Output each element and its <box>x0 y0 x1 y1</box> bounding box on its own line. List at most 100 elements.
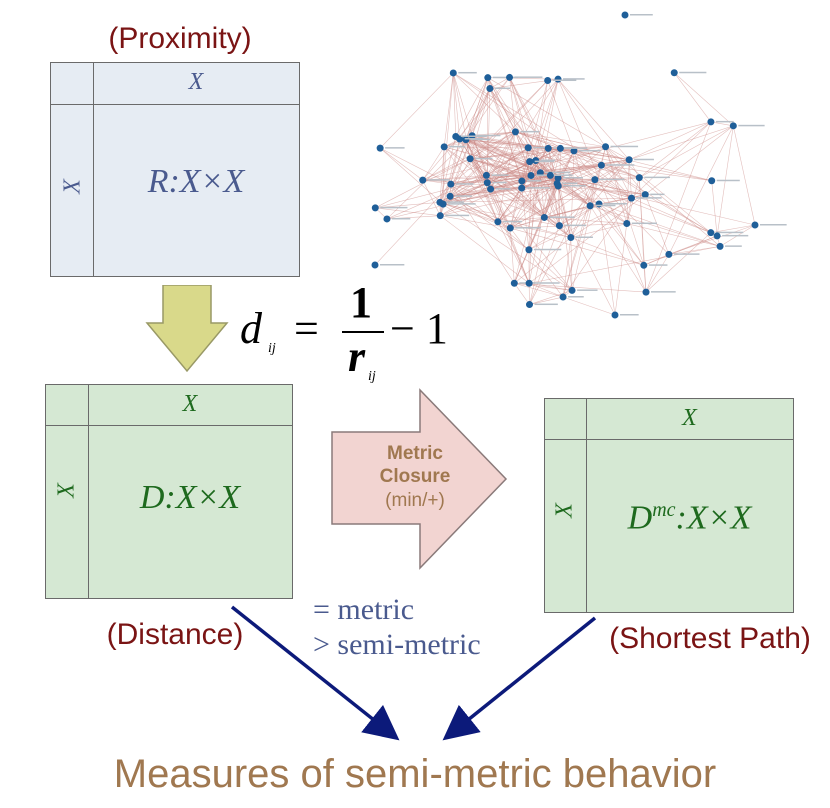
network-edge <box>529 290 573 305</box>
network-node-label <box>458 71 477 74</box>
network-node <box>371 261 379 269</box>
network-node <box>484 74 492 82</box>
network-node <box>449 69 457 77</box>
network-node-label <box>380 206 408 209</box>
network-node <box>383 215 391 223</box>
network-node-label <box>563 78 585 80</box>
network-node-label <box>545 171 571 174</box>
network-edge <box>639 121 712 178</box>
network-node-label <box>495 188 511 190</box>
network-edge <box>450 183 530 251</box>
network-edge <box>497 221 571 238</box>
network-node <box>567 233 575 241</box>
network-edge <box>556 183 572 238</box>
network-edge <box>668 235 718 255</box>
network-edge <box>594 179 632 199</box>
network-edge <box>440 215 511 229</box>
network-node <box>506 224 514 232</box>
network-edge <box>733 125 756 226</box>
network-edge <box>509 77 549 149</box>
closure-line3: (min/+) <box>385 490 445 511</box>
network-edge <box>547 80 575 152</box>
network-edge <box>471 135 530 284</box>
distance-matrix: X X D:X×X <box>45 384 293 599</box>
matrix-col-header: X <box>188 69 204 95</box>
distance-label: (Distance) <box>106 618 244 651</box>
network-edge <box>452 72 460 140</box>
network-edge <box>486 164 602 176</box>
network-node <box>665 250 673 258</box>
network-edge <box>529 161 545 218</box>
network-edge <box>614 223 628 316</box>
network-node-label <box>526 180 542 182</box>
network-edge <box>509 77 529 148</box>
network-node <box>729 122 737 130</box>
network-edge <box>469 158 487 176</box>
network-edge <box>379 72 454 149</box>
matrix-body-superscript: mc <box>652 499 676 521</box>
network-edge <box>487 77 606 147</box>
network-edge <box>510 183 558 229</box>
network-node <box>487 185 495 193</box>
network-node-label <box>475 157 493 160</box>
network-edge <box>449 158 471 197</box>
network-edge <box>514 282 564 298</box>
network-node <box>591 176 599 184</box>
network-node <box>462 136 470 144</box>
matrix-row-divider <box>88 385 89 598</box>
network-edge <box>471 77 489 136</box>
legend-semi-metric: > semi-metric <box>313 628 481 661</box>
network-node <box>625 156 633 164</box>
network-edge <box>674 72 734 127</box>
network-node <box>716 242 724 250</box>
network-node-label <box>444 201 465 203</box>
network-node-label <box>494 87 511 90</box>
network-edge <box>469 131 516 160</box>
network-edge <box>487 77 558 184</box>
network-node <box>635 174 643 182</box>
network-node-label <box>563 177 583 179</box>
network-node <box>525 246 533 254</box>
network-edge <box>528 249 573 291</box>
network-node-label <box>604 202 627 205</box>
network-node-label <box>595 204 616 207</box>
network-edge <box>514 237 572 284</box>
network-edge <box>487 131 516 183</box>
network-node-label <box>514 76 543 78</box>
network-edge <box>644 194 670 255</box>
network-edge <box>530 175 559 179</box>
network-edge <box>645 194 718 237</box>
network-edge <box>450 161 530 185</box>
network-edge <box>710 224 756 233</box>
formula-lhs: d <box>240 304 262 353</box>
network-node-label <box>715 231 744 234</box>
network-edge <box>598 203 616 316</box>
network-edge <box>440 180 522 216</box>
network-edge <box>459 138 522 189</box>
formula-numerator: 1 <box>350 278 372 327</box>
network-node <box>524 144 532 152</box>
network-edge <box>639 177 721 247</box>
network-node-label <box>455 183 474 185</box>
footer-caption: Measures of semi-metric behavior <box>113 752 717 796</box>
network-edge <box>469 88 491 159</box>
network-edge <box>529 161 560 226</box>
network-edge <box>455 136 499 222</box>
network-node-label <box>427 179 450 181</box>
matrix-header-divider <box>51 104 299 105</box>
network-node-label <box>636 197 662 199</box>
network-edge <box>528 150 575 250</box>
network-edge <box>529 183 558 305</box>
network-node <box>494 218 502 226</box>
network-edge <box>521 175 551 189</box>
network-edge <box>486 131 516 176</box>
network-edge <box>571 165 602 291</box>
network-edge <box>514 283 530 305</box>
network-edge <box>589 205 647 293</box>
network-edge <box>570 179 596 238</box>
network-node <box>525 279 533 287</box>
network-edge <box>374 80 548 266</box>
network-edge <box>668 125 734 255</box>
network-node-label <box>564 224 587 227</box>
network-edge <box>471 135 511 229</box>
